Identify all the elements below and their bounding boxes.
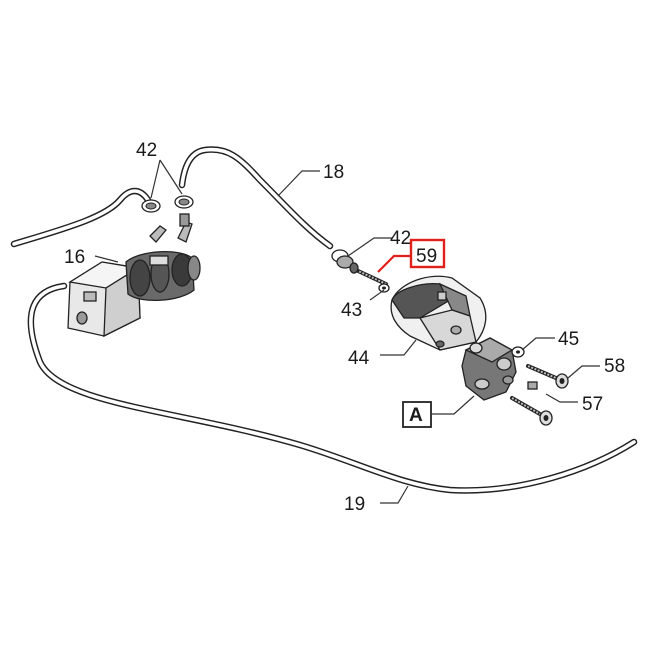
hose-19: [27, 282, 638, 494]
label-16: 16: [64, 247, 85, 268]
screw-59: [349, 262, 388, 286]
label-42-left: 42: [136, 140, 157, 161]
hose-18: [178, 146, 334, 250]
label-43: 43: [341, 300, 362, 321]
label-58: 58: [604, 356, 625, 377]
label-57: 57: [582, 394, 603, 415]
label-a: A: [409, 405, 423, 426]
bracket-assembly-a: [461, 337, 517, 401]
callout-box-a: [402, 401, 432, 428]
label-45: 45: [558, 329, 579, 350]
label-59: 59: [416, 246, 437, 267]
leader-lines: [94, 159, 600, 504]
screw-58: [526, 364, 569, 389]
label-44: 44: [348, 348, 370, 369]
cover-44: [390, 275, 487, 351]
clamp-42-left-b: [174, 195, 194, 209]
clamp-42-left-a: [141, 199, 161, 213]
label-42-right: 42: [390, 228, 411, 249]
clamp-42-right: [331, 249, 354, 269]
label-18: 18: [323, 162, 344, 183]
washer-45: [511, 346, 525, 358]
solenoid-valve-16: [67, 213, 201, 338]
label-19: 19: [344, 494, 365, 515]
washer-43: [378, 283, 390, 293]
highlight-leader-59: [377, 254, 412, 273]
screw-57: [510, 381, 553, 426]
hose-left-upper: [10, 187, 152, 248]
highlight-box-59: [409, 238, 446, 269]
